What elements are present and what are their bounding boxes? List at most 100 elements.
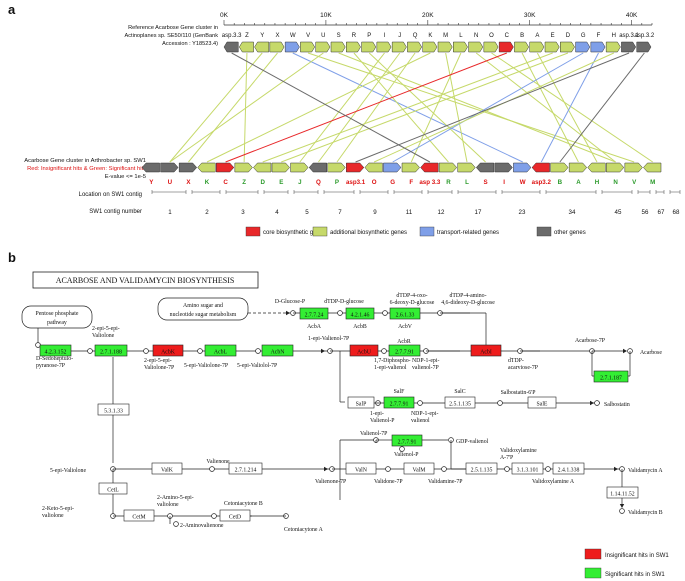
epi5-label: 5-epi-Valiolone-7P (184, 363, 228, 369)
query-gene-arrow (438, 162, 458, 173)
sedo-node (35, 342, 41, 348)
legend-significant-label: Significant hits in SW1 (605, 572, 665, 578)
enzyme-cetm-label: CetM (132, 514, 145, 520)
enzyme-salp (347, 396, 375, 409)
reference-gene-arrow (453, 41, 468, 53)
valienol-p-label: Valienol-P (394, 452, 418, 458)
keto-label: valiolone (42, 513, 64, 519)
amino-text: nucleotide sugar metabolism (170, 312, 237, 318)
query-gene-label: Q (316, 179, 321, 186)
reference-gene-label: H (612, 33, 616, 39)
query-gene-arrow (160, 162, 179, 173)
legend-label: other genes (554, 230, 586, 236)
enzyme-acbk (152, 344, 184, 357)
homology-link (336, 52, 416, 163)
epi-7p-node (143, 348, 149, 354)
enzyme-2-7-1-187-label: 2.7.1.187 (600, 375, 622, 381)
enzyme-valn-label: ValN (355, 467, 368, 473)
amino-sugar-box (157, 297, 249, 321)
glucose-p-label: D-Glucose-P (275, 299, 305, 305)
contig-number: 3 (241, 209, 245, 216)
query-gene-label: asp3.2 (532, 179, 552, 186)
reference-gene-label: X (275, 33, 279, 39)
validoxylamine-7p-label: A-7'P (500, 455, 513, 461)
enzyme-2-7-1-187 (593, 370, 629, 383)
enzyme-acbl-label: AcbL (214, 349, 228, 355)
dtdp-amino-label: 4,6-dideoxy-D-glucose (441, 300, 495, 306)
contig-number: 56 (642, 209, 649, 216)
homology-link (475, 52, 616, 163)
reference-gene-label: N (474, 33, 478, 39)
query-gene-label: B (558, 179, 563, 186)
acarbose-arrow (623, 348, 627, 354)
dtdp-acarviose-label: acarviose-7P (508, 365, 538, 371)
reference-gene-label: O (489, 33, 494, 39)
contig-number: 4 (275, 209, 279, 216)
query-gene-label: asp3.1 (346, 179, 366, 186)
validamine-node (441, 466, 447, 472)
acbv-label: AcbV (398, 324, 413, 330)
reference-gene-arrow (284, 41, 300, 53)
enzyme-2-5-1-135-b (465, 462, 498, 475)
validamine-label: Validamine-7P (428, 479, 462, 485)
contig-number: 11 (406, 209, 413, 216)
query-gene-arrow (178, 162, 198, 173)
enzyme-4-2-1-46-label: 4.2.1.46 (351, 312, 370, 318)
enzyme-2-4-1-338 (552, 462, 585, 475)
reference-title-line: Actinoplanes sp. SE50/110 (GenBank (125, 33, 219, 39)
contig-number: 34 (569, 209, 576, 216)
validamycin-b-arrow (619, 504, 625, 508)
query-gene-label: N (613, 179, 618, 186)
reference-gene-label: R (352, 33, 357, 39)
reference-gene-arrow (391, 41, 407, 53)
enzyme-sale-label: SalE (537, 401, 548, 407)
legend-swatch (245, 226, 261, 237)
valiolol-label: 5-epi-Valiolol-7P (237, 363, 277, 369)
reference-gene-row (223, 41, 652, 53)
legend-swatch (536, 226, 552, 237)
enzyme-acbl (204, 344, 237, 357)
dtdp-oxo-label: dTDP-4-oxo- (396, 293, 427, 299)
enzyme-2-7-7-24 (299, 307, 329, 320)
enzyme-4-2-3-152-label: 4.2.3.152 (45, 349, 67, 355)
enzyme-valm (403, 462, 435, 475)
validoxylamine-label: Validoxylamine A (532, 479, 575, 485)
homology-link (521, 52, 579, 163)
query-title-line: E-value <= 1e-5 (105, 174, 146, 180)
reference-gene-arrow (621, 41, 637, 53)
reference-gene-arrow (376, 41, 392, 53)
homology-link (318, 52, 401, 163)
scale-label: 40K (626, 12, 638, 19)
homology-link (169, 52, 263, 163)
query-gene-label: W (520, 179, 526, 186)
enzyme-2-5-1-135-b-label: 2.5.1.135 (471, 467, 493, 473)
enzyme-2-7-7-91-c-label: 2.7.7.91 (398, 439, 417, 445)
ndp-valienol-label: valienol (411, 418, 430, 424)
enzyme-valk (151, 462, 183, 475)
query-gene-label: G (390, 179, 395, 186)
validoxylamine-7p-label: Validoxylamine (500, 448, 537, 454)
homology-link (338, 52, 616, 163)
homology-link (373, 52, 614, 163)
enzyme-2-6-1-33 (389, 307, 421, 320)
contig-number: 45 (615, 209, 622, 216)
query-gene-label: C (223, 179, 228, 186)
keto-label: 2-Keto-5-epi- (42, 506, 74, 512)
ndp-label: NDP-1-epi- (412, 358, 439, 364)
epi5-node (197, 348, 203, 354)
enzyme-acbu (349, 344, 379, 357)
homology-links (169, 52, 653, 163)
validamycin-a-label: Validamycin A (628, 468, 663, 474)
enzyme-valm-label: ValM (413, 467, 426, 473)
reference-gene-label: M (443, 33, 448, 39)
query-gene-arrow (308, 162, 327, 173)
enzyme-2-5-1-135 (444, 396, 476, 409)
homology-link (491, 52, 653, 163)
valienone-7p-label: Valienone-7P (315, 479, 346, 485)
pentose-pathway-box (21, 305, 93, 329)
ceto-b-label: Cetoniacytone B (224, 501, 263, 507)
legend-insignificant-label: Insignificant hits in SW1 (605, 553, 669, 559)
panel-a-label: a (8, 2, 16, 17)
reference-gene-label: U (321, 33, 325, 39)
